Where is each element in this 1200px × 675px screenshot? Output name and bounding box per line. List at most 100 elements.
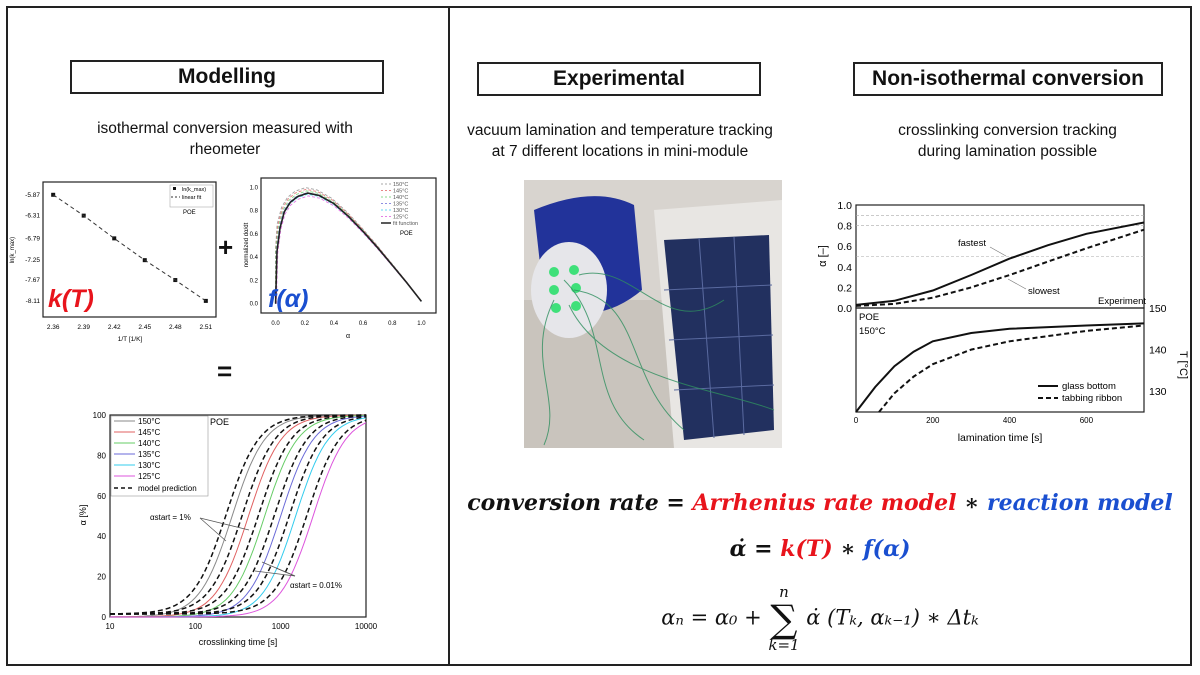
legend-entry: 135°C (138, 450, 161, 459)
y-tick-label: 0 (102, 613, 107, 622)
temperature-curve-glass-bottom (855, 322, 1145, 413)
legend-entry: 145°C (393, 189, 408, 195)
x-tick-label: 0.0 (271, 321, 280, 327)
subtitle-line: isothermal conversion measured with (97, 120, 353, 137)
eq-lhs: α̇ = (729, 536, 781, 562)
experimental-curve-150 (275, 187, 422, 304)
annotation-arrow (254, 570, 296, 577)
y-tick-label: 0.4 (837, 262, 852, 274)
y-tick-label: 40 (97, 532, 106, 541)
y-tick-label: 0.2 (250, 278, 259, 284)
subtitle-line: during lamination possible (917, 143, 1098, 160)
x-tick-label: 100 (189, 622, 203, 631)
y-tick-label: -6.79 (25, 235, 40, 242)
subtitle-line: rheometer (189, 141, 261, 158)
model-prediction-curve (110, 419, 367, 615)
plus-sign: + (218, 232, 234, 262)
annotation-arrow (199, 517, 250, 531)
y-tick-label: 0.0 (837, 303, 852, 315)
x-axis-label: α (346, 333, 350, 340)
legend-entry: 130°C (138, 461, 161, 470)
x-tick-label: 10 (106, 622, 115, 631)
x-tick-label: 2.39 (77, 324, 90, 331)
annotation-poe: POE (183, 210, 196, 216)
x-tick-label: 2.42 (108, 324, 121, 331)
legend-marker (173, 187, 176, 190)
y-tick-label: 20 (97, 573, 106, 582)
y-tick-label: 0.8 (250, 209, 259, 215)
reaction-model-plot-frame (260, 177, 437, 314)
annotation-arrow (275, 567, 296, 577)
sum-upper: n (779, 583, 789, 601)
y-tick-label: -7.25 (25, 257, 40, 264)
non-isothermal-subtitle: crosslinking conversion tracking during … (840, 120, 1175, 162)
alpha-curve-glass-bottom (855, 221, 1145, 306)
eq-f: f(α) (863, 536, 911, 562)
x-tick-label: 10000 (355, 622, 378, 631)
subtitle-line: at 7 different locations in mini-module (491, 143, 749, 160)
eq-lhs: αₙ = α₀ + (661, 605, 769, 630)
x-tick-label: 0.8 (388, 321, 397, 327)
annotation-fastest: fastest (958, 238, 986, 249)
y-tick-label: 0.8 (837, 221, 852, 233)
annotation-poe: POE (859, 312, 879, 323)
x-tick-label: 2.45 (138, 324, 151, 331)
y-axis-label: normalized dα/dt (244, 222, 250, 267)
subtitle-line: crosslinking conversion tracking (898, 122, 1117, 139)
legend-entry: 125°C (393, 215, 408, 221)
legend-entry: fit function (393, 221, 418, 227)
eq-k: k(T) (780, 536, 833, 562)
annotation-arrow (199, 517, 227, 542)
fit-function-curve (274, 192, 423, 304)
x-tick-label: 2.36 (47, 324, 60, 331)
x-tick-label: 200 (926, 416, 940, 425)
legend-entry: 135°C (393, 202, 408, 208)
legend-entry: 145°C (138, 428, 161, 437)
equals-sign: = (217, 356, 233, 386)
sum-lower: k=1 (768, 636, 800, 654)
y-axis-label: α [%] (78, 505, 88, 526)
legend-entry: 140°C (138, 439, 161, 448)
annotation-slowest: slowest (1028, 286, 1060, 297)
annotation-experiment: Experiment (1098, 296, 1146, 307)
eq-arrhenius: Arrhenius rate model (692, 490, 957, 516)
equation-sum: αₙ = α₀ + n∑k=1 α̇ (Tₖ, αₖ₋₁) ∗ Δtₖ (455, 585, 1185, 653)
measured-curve-150 (110, 414, 366, 618)
y-tick-label: 0.4 (250, 255, 259, 261)
alpha-plot-frame (855, 204, 1145, 309)
sum-operator: n∑k=1 (768, 585, 799, 653)
y-tick-label: 0.6 (837, 241, 852, 253)
data-point (112, 236, 117, 241)
subtitle-line: vacuum lamination and temperature tracki… (467, 122, 773, 139)
y-tick-label: 100 (93, 411, 107, 420)
annotation-poe: POE (400, 231, 413, 237)
experimental-title: Experimental (477, 62, 761, 96)
k-of-t-label: k(T) (48, 285, 94, 313)
y-right-tick-label: 140 (1149, 345, 1167, 357)
y-axis-label: α [–] (817, 245, 829, 267)
legend-entry: ln(k_max) (182, 187, 206, 193)
lamination-setup-photo (524, 180, 782, 448)
legend-entry: 150°C (138, 417, 161, 426)
y-tick-label: 60 (97, 492, 106, 501)
y-tick-label: 0.6 (250, 232, 259, 238)
modelling-title: Modelling (70, 60, 384, 94)
modelling-subtitle: isothermal conversion measured with rheo… (20, 118, 430, 160)
alpha-curve-tabbing-ribbon (855, 228, 1145, 307)
f-of-alpha-label: f(α) (268, 285, 308, 313)
y-tick-label: 0.2 (837, 282, 852, 294)
non-isothermal-title: Non-isothermal conversion (853, 62, 1163, 96)
annotation-arrow (1007, 278, 1027, 290)
x-tick-label: 600 (1080, 416, 1094, 425)
temperature-curve-tabbing-ribbon (878, 324, 1145, 413)
outer-frame (6, 6, 1192, 666)
data-point (51, 192, 56, 197)
y-tick-label: 80 (97, 451, 106, 460)
x-axis-label: lamination time [s] (958, 432, 1043, 444)
x-axis-label: 1/T [1/K] (118, 336, 143, 343)
legend-entry: glass bottom (1062, 381, 1116, 392)
eq-reaction: reaction model (987, 490, 1173, 516)
annotation-poe: POE (210, 417, 229, 427)
x-tick-label: 0.4 (330, 321, 339, 327)
